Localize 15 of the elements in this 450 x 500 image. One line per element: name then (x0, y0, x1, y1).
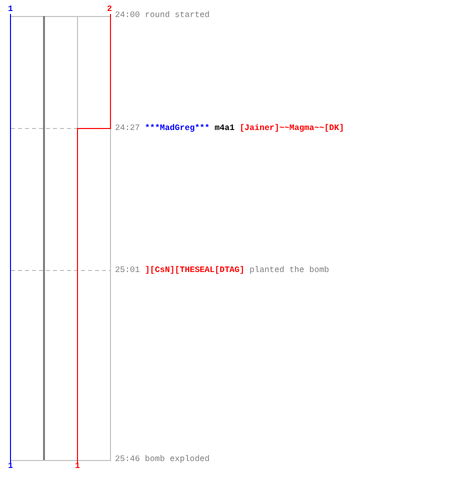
time-label: 25:46 (115, 455, 140, 464)
weapon-name: m4a1 (214, 124, 235, 133)
player-count: 1 (75, 462, 80, 471)
player-name: [Jainer]~~Magma~~[DK] (240, 124, 344, 133)
event-text: planted the bomb (250, 266, 330, 275)
player-name: ][CsN][THESEAL[DTAG] (144, 266, 244, 275)
time-label: 25:01 (115, 266, 140, 275)
player-count: 1 (8, 5, 13, 14)
time-label: 24:00 (115, 11, 140, 20)
event-text: round started (144, 11, 210, 20)
player-name: ***MadGreg*** (144, 124, 210, 133)
player-count: 1 (8, 462, 13, 471)
player-count: 2 (107, 5, 112, 14)
event-text: bomb exploded (144, 455, 210, 464)
time-label: 24:27 (115, 124, 140, 133)
